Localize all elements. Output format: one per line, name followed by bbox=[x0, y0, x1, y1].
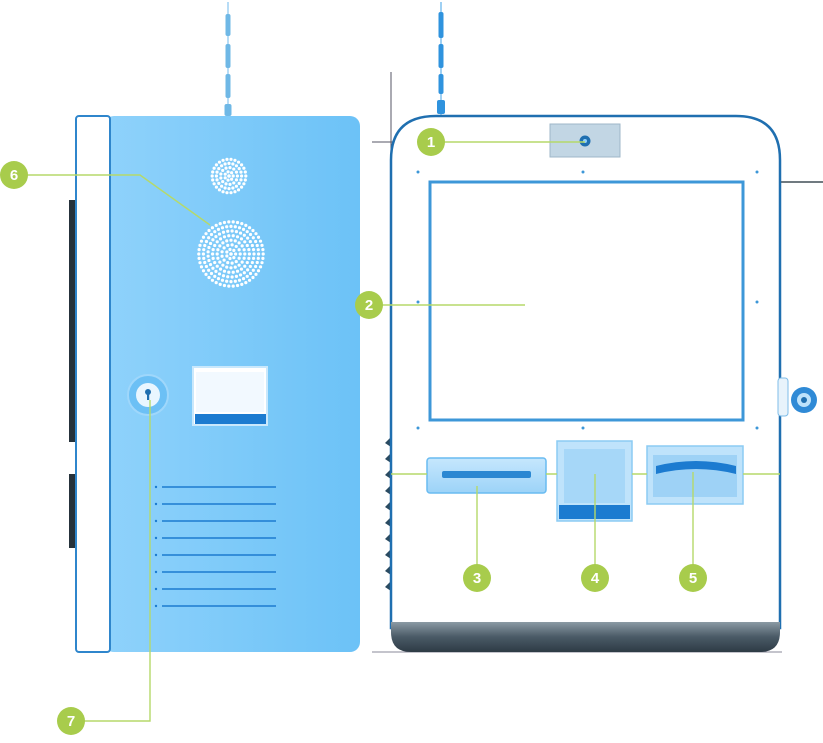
callout-4: 4 bbox=[581, 564, 609, 592]
front-side-ridges bbox=[385, 437, 391, 591]
callout-3: 3 bbox=[463, 564, 491, 592]
callout-5-label: 5 bbox=[689, 570, 697, 587]
printer bbox=[646, 445, 744, 505]
front-antenna bbox=[437, 2, 445, 118]
callout-7: 7 bbox=[57, 707, 85, 735]
front-view bbox=[372, 2, 823, 653]
side-window bbox=[192, 366, 268, 426]
side-vent-lines bbox=[154, 485, 276, 608]
camera bbox=[549, 123, 621, 158]
speaker-grill-small bbox=[210, 157, 248, 195]
side-antenna bbox=[224, 2, 232, 116]
callout-2-label: 2 bbox=[365, 297, 373, 314]
speaker-grill-large bbox=[197, 220, 265, 288]
callout-1-label: 1 bbox=[427, 134, 435, 151]
callout-6-label: 6 bbox=[10, 167, 18, 184]
side-lock-icon bbox=[127, 374, 169, 416]
side-bezel bbox=[75, 115, 111, 653]
side-view bbox=[69, 2, 360, 653]
touch-screen bbox=[428, 180, 745, 422]
front-lock-icon bbox=[777, 377, 817, 417]
callout-3-label: 3 bbox=[473, 570, 481, 587]
mount-strip-upper bbox=[69, 200, 75, 442]
callout-5: 5 bbox=[679, 564, 707, 592]
callout-6: 6 bbox=[0, 161, 28, 189]
leader-lines bbox=[14, 141, 780, 722]
callout-7-label: 7 bbox=[67, 713, 75, 730]
card-reader bbox=[426, 457, 547, 494]
callout-2: 2 bbox=[355, 291, 383, 319]
mount-strip-lower bbox=[69, 474, 75, 548]
callout-1: 1 bbox=[417, 128, 445, 156]
screen-mount-dots bbox=[416, 170, 759, 430]
leader-6 bbox=[14, 174, 211, 226]
front-base bbox=[391, 622, 780, 652]
callout-4-label: 4 bbox=[591, 570, 600, 587]
leader-7 bbox=[71, 400, 151, 722]
